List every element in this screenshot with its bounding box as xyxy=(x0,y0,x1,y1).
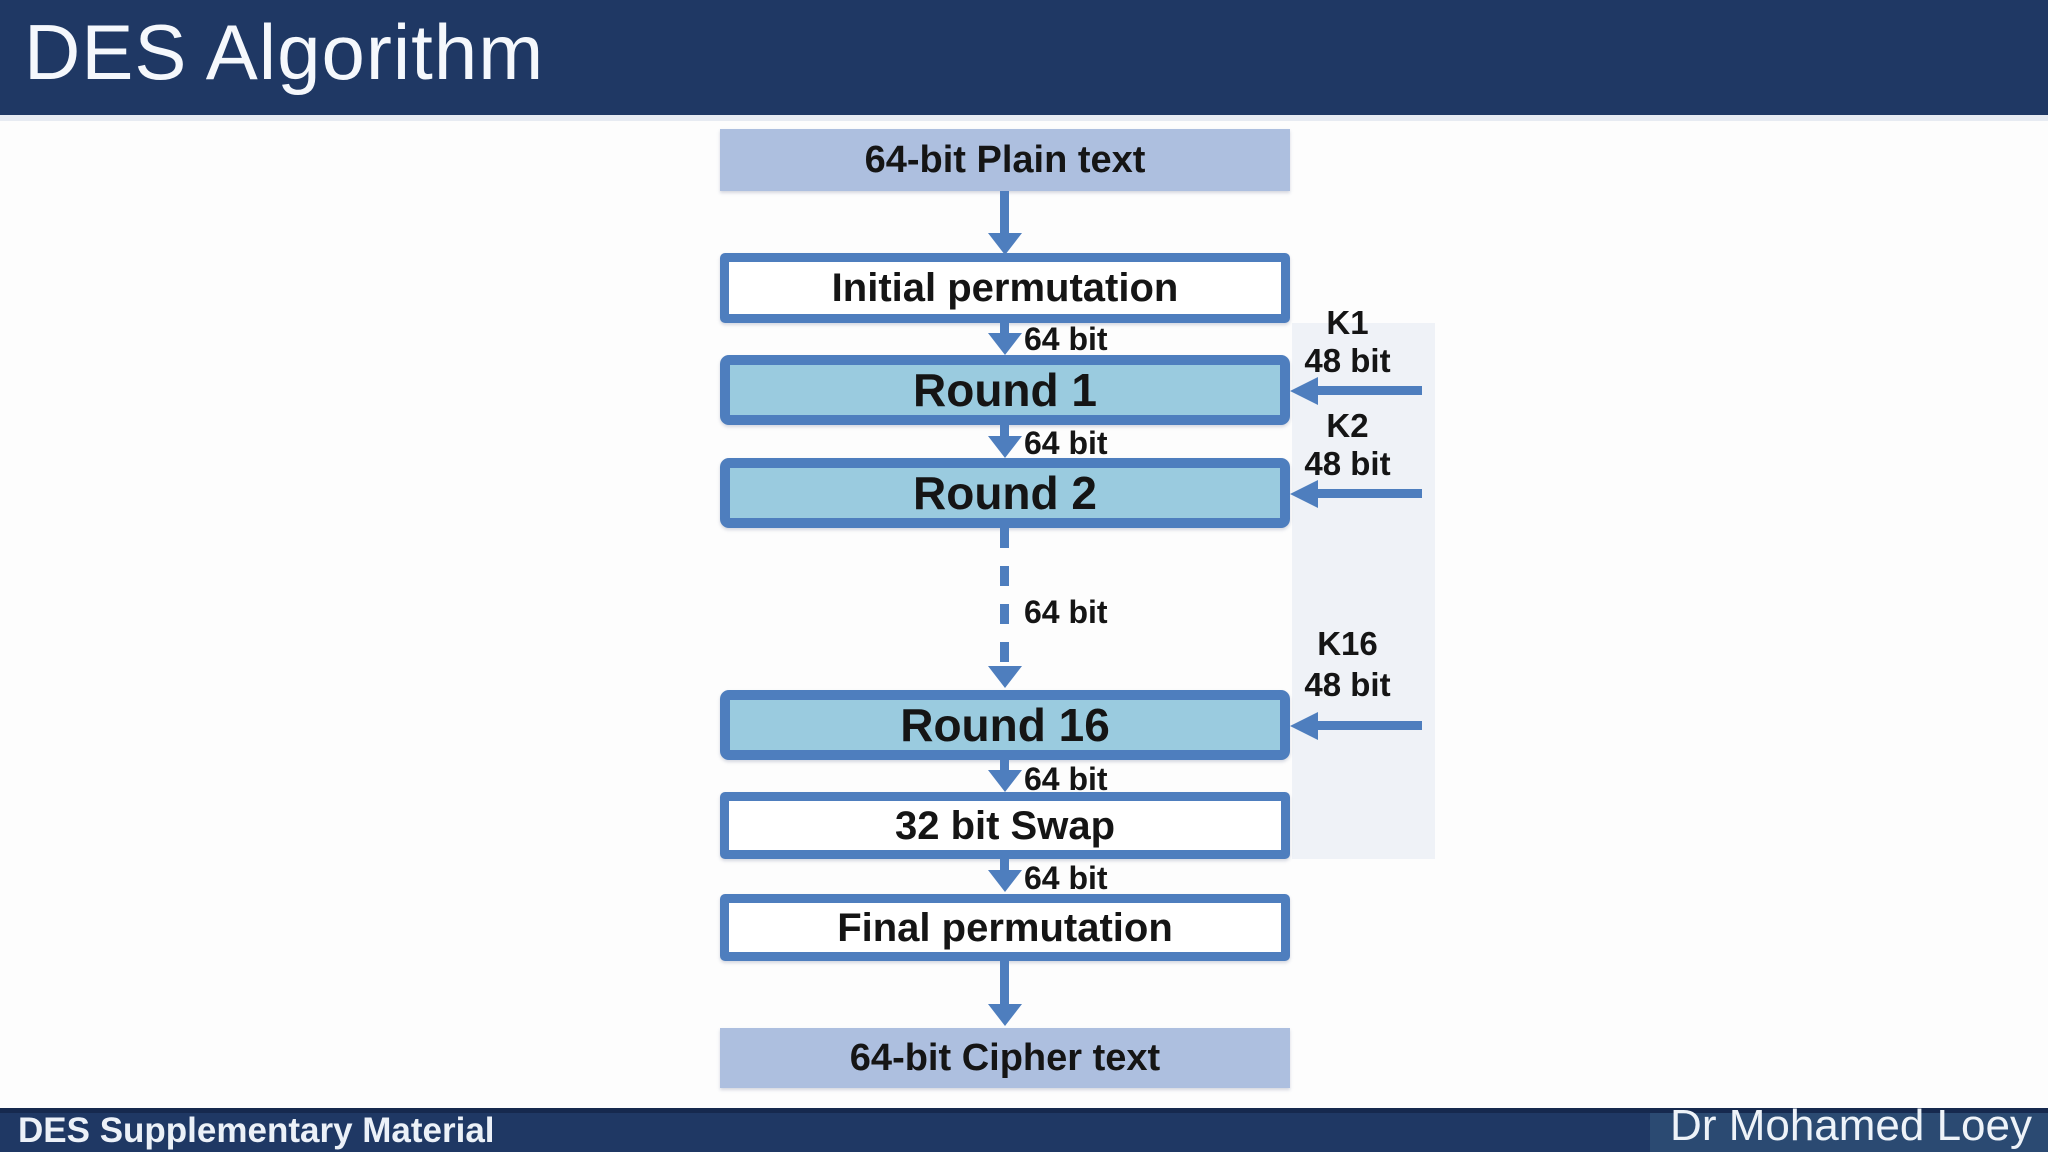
key-column-shading xyxy=(1292,323,1435,859)
footer-course-label: DES Supplementary Material xyxy=(18,1111,495,1150)
down-arrow-plain-to-ip-icon xyxy=(1000,191,1009,235)
flow-label-64-bit: 64 bit xyxy=(1024,761,1108,797)
footer-accent-panel xyxy=(1650,1113,2048,1152)
down-arrow-final-to-cipher-icon xyxy=(1000,961,1009,1006)
down-arrowhead-icon xyxy=(988,666,1022,688)
key-bits-k1: 48 bit xyxy=(1304,342,1391,379)
left-arrowhead-icon xyxy=(1290,712,1318,740)
node-plain-text: 64-bit Plain text xyxy=(720,129,1290,191)
footer-author-label: Dr Mohamed Loey xyxy=(1670,1101,2032,1150)
down-arrowhead-icon xyxy=(988,436,1022,458)
node-final-permutation: Final permutation xyxy=(720,894,1290,961)
left-arrow-k1-icon xyxy=(1316,386,1422,395)
node-cipher-text: 64-bit Cipher text xyxy=(720,1028,1290,1088)
node-32-bit-swap: 32 bit Swap xyxy=(720,792,1290,859)
title-bar: DES Algorithm xyxy=(0,0,2048,121)
down-arrowhead-icon xyxy=(988,333,1022,355)
key-bits-k2: 48 bit xyxy=(1304,445,1391,482)
flow-label-64-bit: 64 bit xyxy=(1024,321,1108,357)
key-label-k2: K2 xyxy=(1326,407,1369,444)
key-label-k1: K1 xyxy=(1326,304,1369,341)
down-arrow-round16-to-swap-icon xyxy=(1000,760,1009,772)
down-arrow-round1-to-round2-icon xyxy=(1000,425,1009,438)
node-initial-permutation: Initial permutation xyxy=(720,253,1290,323)
node-round-2: Round 2 xyxy=(720,458,1290,528)
down-arrowhead-icon xyxy=(988,870,1022,892)
left-arrow-k16-icon xyxy=(1316,721,1422,730)
down-arrowhead-icon xyxy=(988,233,1022,255)
node-round-1: Round 1 xyxy=(720,355,1290,425)
down-arrowhead-icon xyxy=(988,1004,1022,1026)
down-arrowhead-icon xyxy=(988,770,1022,792)
down-arrow-ip-to-round1-icon xyxy=(1000,322,1009,335)
flow-label-64-bit: 64 bit xyxy=(1024,594,1108,630)
key-bits-k16: 48 bit xyxy=(1304,666,1391,703)
left-arrowhead-icon xyxy=(1290,480,1318,508)
left-arrow-k2-icon xyxy=(1316,489,1422,498)
flow-label-64-bit: 64 bit xyxy=(1024,860,1108,896)
dashed-arrow-round2-to-round16-icon xyxy=(1000,528,1009,666)
left-arrowhead-icon xyxy=(1290,377,1318,405)
node-round-16: Round 16 xyxy=(720,690,1290,760)
key-label-k16: K16 xyxy=(1317,625,1378,662)
flow-label-64-bit: 64 bit xyxy=(1024,425,1108,461)
page-title: DES Algorithm xyxy=(24,8,545,96)
down-arrow-swap-to-final-icon xyxy=(1000,859,1009,872)
